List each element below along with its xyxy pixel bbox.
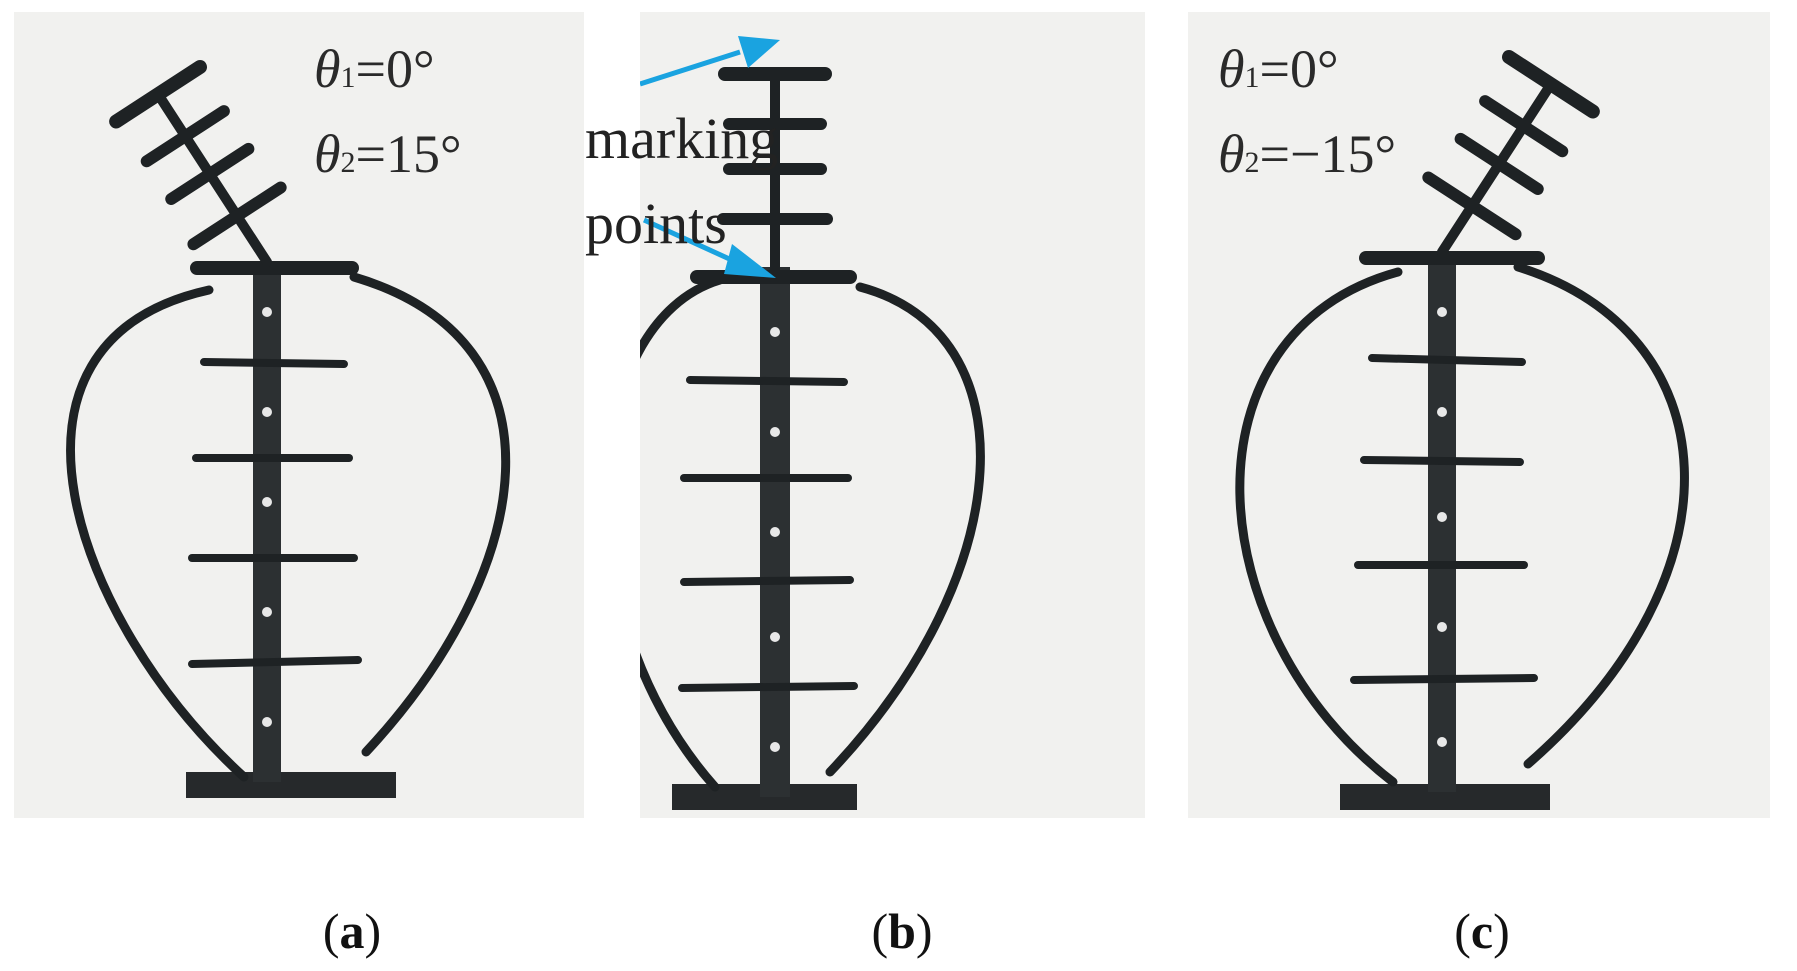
- upper-segment-a: [109, 60, 287, 267]
- rib: [680, 576, 854, 586]
- marking-arrows: [640, 36, 780, 278]
- theta2-symbol: θ: [314, 124, 341, 184]
- caption-a: (a): [323, 906, 381, 956]
- photo-panel-a: θ1=0° θ2=15°: [14, 12, 584, 818]
- upper-rib-4: [109, 60, 208, 129]
- theta1-subscript: 1: [1244, 61, 1260, 94]
- lower-body-c: [1235, 251, 1689, 810]
- theta1-value: =0°: [1259, 39, 1339, 99]
- rib: [1368, 354, 1526, 366]
- theta2-value: =−15°: [1259, 124, 1397, 184]
- right-flexure: [825, 282, 985, 777]
- rib: [686, 376, 848, 386]
- lower-body-a: [66, 261, 511, 798]
- upper-rib-3: [140, 105, 230, 168]
- mechanism-photo-a: [66, 60, 511, 798]
- theta1-subscript: 1: [340, 61, 356, 94]
- theta2-symbol: θ: [1218, 124, 1245, 184]
- theta1-label: θ1=0°: [1218, 42, 1339, 96]
- arrow-bottom-shaft: [642, 217, 738, 265]
- upper-segment-b: [717, 67, 833, 279]
- mechanism-photo-b: [640, 36, 985, 810]
- theta1-value: =0°: [355, 39, 435, 99]
- caption-c: (c): [1454, 906, 1510, 956]
- theta2-subscript: 2: [1244, 146, 1260, 179]
- upper-rib-1: [1422, 171, 1522, 241]
- theta1-symbol: θ: [1218, 39, 1245, 99]
- theta2-label: θ2=−15°: [1218, 127, 1396, 181]
- arrow-bottom-head: [724, 244, 776, 278]
- base-plate: [186, 772, 396, 798]
- caption-open: (: [871, 903, 889, 959]
- mechanism-photo-c: [1235, 50, 1689, 810]
- upper-segment-c: [1422, 50, 1600, 257]
- theta1-label: θ1=0°: [314, 42, 435, 96]
- rib: [188, 656, 362, 668]
- right-flexure: [1513, 262, 1689, 769]
- theta1-symbol: θ: [314, 39, 341, 99]
- caption-open: (: [322, 903, 340, 959]
- caption-close: ): [1493, 903, 1510, 959]
- marking-label-line2: points: [585, 191, 727, 256]
- photo-panel-c: θ1=0° θ2=−15°: [1188, 12, 1770, 818]
- caption-letter: c: [1470, 903, 1494, 959]
- left-flexure: [640, 275, 725, 792]
- right-flexure: [349, 272, 511, 757]
- theta2-value: =15°: [355, 124, 462, 184]
- caption-close: ): [915, 903, 933, 959]
- arrow-top-shaft: [640, 49, 741, 87]
- upper-rib-2: [165, 142, 255, 205]
- left-flexure: [66, 285, 249, 782]
- rib: [200, 358, 348, 368]
- spine: [253, 262, 281, 782]
- rib: [678, 682, 858, 692]
- caption-letter: a: [339, 903, 365, 959]
- rib: [1360, 456, 1524, 466]
- left-flexure: [1235, 267, 1403, 787]
- lower-body-b: [640, 267, 985, 810]
- caption-open: (: [1454, 903, 1471, 959]
- upper-rib-1: [187, 181, 287, 251]
- upper-rib-2: [1454, 132, 1544, 195]
- caption-b: (b): [871, 906, 932, 956]
- upper-rib-4: [1501, 50, 1600, 119]
- caption-close: ): [364, 903, 382, 959]
- theta2-label: θ2=15°: [314, 127, 462, 181]
- theta2-subscript: 2: [340, 146, 356, 179]
- arrow-top-head: [738, 36, 780, 68]
- marking-label-line1: marking: [585, 106, 779, 171]
- caption-letter: b: [888, 903, 916, 959]
- upper-rib-3: [1479, 95, 1569, 158]
- photo-panel-b: [640, 12, 1145, 818]
- rib: [1350, 674, 1538, 684]
